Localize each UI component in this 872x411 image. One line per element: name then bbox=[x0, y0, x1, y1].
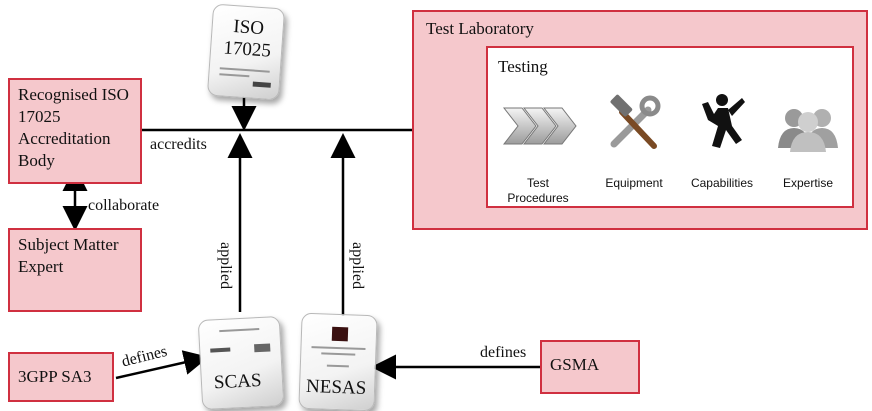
jumping-person-icon bbox=[702, 94, 745, 148]
subject-matter-expert-box: Subject Matter Expert bbox=[8, 228, 142, 312]
scas-document-title: SCAS bbox=[213, 369, 263, 394]
capability-label-test-procedures: Test Procedures bbox=[507, 176, 569, 205]
capability-label-capabilities: Capabilities bbox=[690, 176, 754, 190]
testing-label: Testing bbox=[498, 57, 548, 76]
iso-17025-document: ISO 17025 bbox=[206, 3, 286, 101]
test-laboratory-box: Test Laboratory Testing Test Procedures … bbox=[412, 10, 868, 230]
scas-applied-label: applied bbox=[217, 242, 234, 290]
nesas-document-title: NESAS bbox=[305, 375, 367, 399]
scas-document: SCAS bbox=[197, 315, 285, 411]
accredits-label: accredits bbox=[150, 136, 207, 153]
collaborate-label: collaborate bbox=[88, 197, 160, 214]
test-laboratory-label: Test Laboratory bbox=[426, 19, 534, 38]
accreditation-body-box: Recognised ISO 17025 Accreditation Body bbox=[8, 78, 142, 184]
iso-document-title: ISO 17025 bbox=[222, 16, 272, 62]
sa3-defines-arrow bbox=[115, 350, 209, 380]
nesas-document: NESAS bbox=[298, 312, 378, 411]
gsma-label: GSMA bbox=[550, 355, 600, 374]
3gpp-sa3-label: 3GPP SA3 bbox=[18, 367, 92, 386]
capability-label-equipment: Equipment bbox=[605, 176, 663, 190]
capability-label-expertise: Expertise bbox=[782, 176, 834, 190]
chevron-arrows-icon bbox=[502, 107, 577, 145]
gsma-box: GSMA bbox=[540, 340, 640, 394]
accreditation-body-label: Recognised ISO 17025 Accreditation Body bbox=[18, 85, 129, 170]
wrench-hammer-icon bbox=[610, 94, 661, 149]
gsma-defines-label: defines bbox=[480, 344, 527, 361]
subject-matter-expert-label: Subject Matter Expert bbox=[18, 235, 119, 276]
3gpp-sa3-box: 3GPP SA3 bbox=[8, 352, 114, 402]
people-group-icon bbox=[778, 109, 838, 152]
nesas-applied-label: applied bbox=[349, 242, 366, 290]
testing-box: Testing Test Procedures Equipment bbox=[486, 46, 854, 208]
